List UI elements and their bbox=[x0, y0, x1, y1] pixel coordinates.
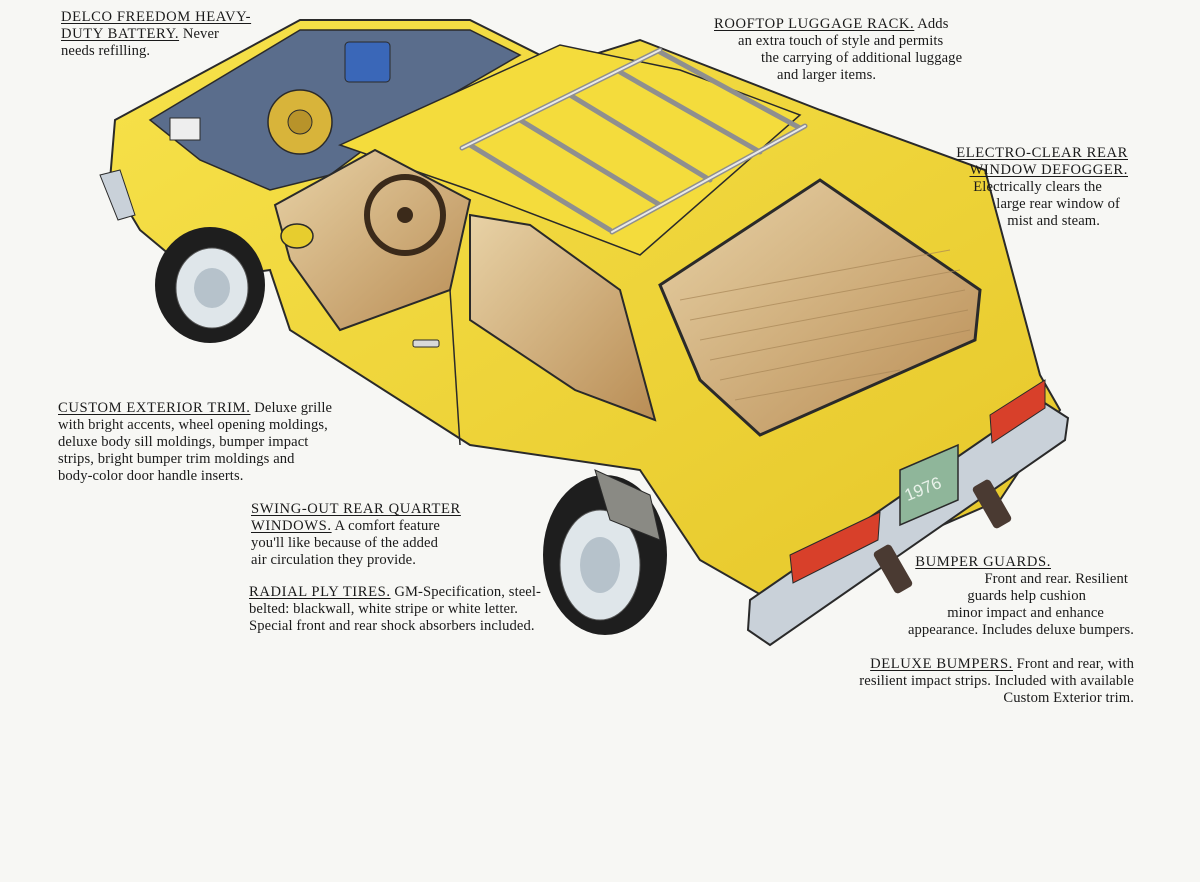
rear-shock bbox=[594, 469, 661, 541]
bumper-guard bbox=[873, 544, 913, 594]
tail-light-left bbox=[789, 511, 881, 584]
exterior-trim-text-2: deluxe body sill moldings, bumper impact bbox=[58, 434, 309, 450]
steering-wheel bbox=[364, 174, 446, 256]
bumper-guards-text-1: Front and rear. Resilient bbox=[984, 571, 1128, 587]
callout-bumper-guards: BUMPER GUARDS. Front and rear. Resilient… bbox=[908, 554, 1134, 639]
tires-heading: RADIAL PLY TIRES. bbox=[249, 584, 391, 600]
deluxe-bumpers-heading: DELUXE BUMPERS. bbox=[870, 656, 1013, 672]
quarter-windows-heading-2: WINDOWS. bbox=[251, 518, 332, 534]
luggage-rack-text-1: an extra touch of style and permits bbox=[738, 33, 944, 49]
bumper-guards-heading: BUMPER GUARDS. bbox=[915, 554, 1051, 570]
tires-text-0: GM-Specification, steel- bbox=[390, 584, 541, 600]
callout-quarter-windows: SWING-OUT REAR QUARTER WINDOWS. A comfor… bbox=[251, 501, 461, 569]
exterior-trim-heading: CUSTOM EXTERIOR TRIM. bbox=[58, 400, 251, 416]
battery-heading-1: DELCO FREEDOM HEAVY- bbox=[61, 9, 252, 25]
exterior-trim-text-0: Deluxe grille bbox=[250, 400, 333, 416]
luggage-rack-text-2: the carrying of additional luggage bbox=[761, 50, 963, 66]
license-plate bbox=[899, 443, 959, 527]
luggage-rack-heading: ROOFTOP LUGGAGE RACK. bbox=[714, 16, 915, 32]
battery-shape bbox=[344, 41, 391, 83]
defogger-text-2: Electrically clears the bbox=[973, 179, 1102, 195]
luggage-rack-text-0: Adds bbox=[914, 16, 949, 32]
battery-text-1: Never bbox=[179, 26, 219, 42]
front-wheel bbox=[155, 227, 265, 343]
callout-luggage-rack: ROOFTOP LUGGAGE RACK. Adds an extra touc… bbox=[714, 16, 962, 84]
callout-battery: DELCO FREEDOM HEAVY- DUTY BATTERY. Never… bbox=[61, 9, 251, 60]
luggage-rack-text-3: and larger items. bbox=[777, 67, 877, 83]
exterior-trim-text-3: strips, bright bumper trim moldings and bbox=[58, 451, 295, 467]
battery-heading-2: DUTY BATTERY. bbox=[61, 26, 180, 42]
deluxe-bumpers-text-1: resilient impact strips. Included with a… bbox=[859, 673, 1134, 689]
battery-text-2: needs refilling. bbox=[61, 43, 151, 59]
callout-exterior-trim: CUSTOM EXTERIOR TRIM. Deluxe grille with… bbox=[58, 400, 332, 485]
bumper-guards-text-3: minor impact and enhance bbox=[947, 605, 1104, 621]
defogger-heading-2: WINDOW DEFOGGER. bbox=[969, 162, 1128, 178]
rear-side-window bbox=[469, 213, 657, 422]
defogger-heading-1: ELECTRO-CLEAR REAR bbox=[956, 145, 1128, 161]
quarter-windows-text-2: you'll like because of the added bbox=[251, 535, 438, 551]
deluxe-bumpers-text-0: Front and rear, with bbox=[1012, 656, 1134, 672]
deluxe-bumpers-text-2: Custom Exterior trim. bbox=[1003, 690, 1134, 706]
exterior-trim-text-1: with bright accents, wheel opening moldi… bbox=[58, 417, 328, 433]
tires-text-2: Special front and rear shock absorbers i… bbox=[249, 618, 535, 634]
bumper-guards-text-4: appearance. Includes deluxe bumpers. bbox=[907, 622, 1134, 638]
bumper-guards-text-2: guards help cushion bbox=[967, 588, 1086, 604]
callout-deluxe-bumpers: DELUXE BUMPERS. Front and rear, with res… bbox=[859, 656, 1134, 707]
quarter-windows-heading-1: SWING-OUT REAR QUARTER bbox=[251, 501, 461, 517]
exterior-trim-text-4: body-color door handle inserts. bbox=[58, 468, 244, 484]
callout-defogger: ELECTRO-CLEAR REAR WINDOW DEFOGGER. Elec… bbox=[956, 145, 1128, 230]
defogger-text-3: large rear window of bbox=[996, 196, 1120, 212]
rear-window bbox=[658, 178, 982, 437]
quarter-windows-text-3: air circulation they provide. bbox=[251, 552, 416, 568]
quarter-windows-text-1: A comfort feature bbox=[331, 518, 440, 534]
defogger-text-4: mist and steam. bbox=[1007, 213, 1100, 229]
tail-light-right bbox=[989, 379, 1046, 444]
callout-tires: RADIAL PLY TIRES. GM-Specification, stee… bbox=[249, 584, 541, 635]
tires-text-1: belted: blackwall, white stripe or white… bbox=[249, 601, 519, 617]
